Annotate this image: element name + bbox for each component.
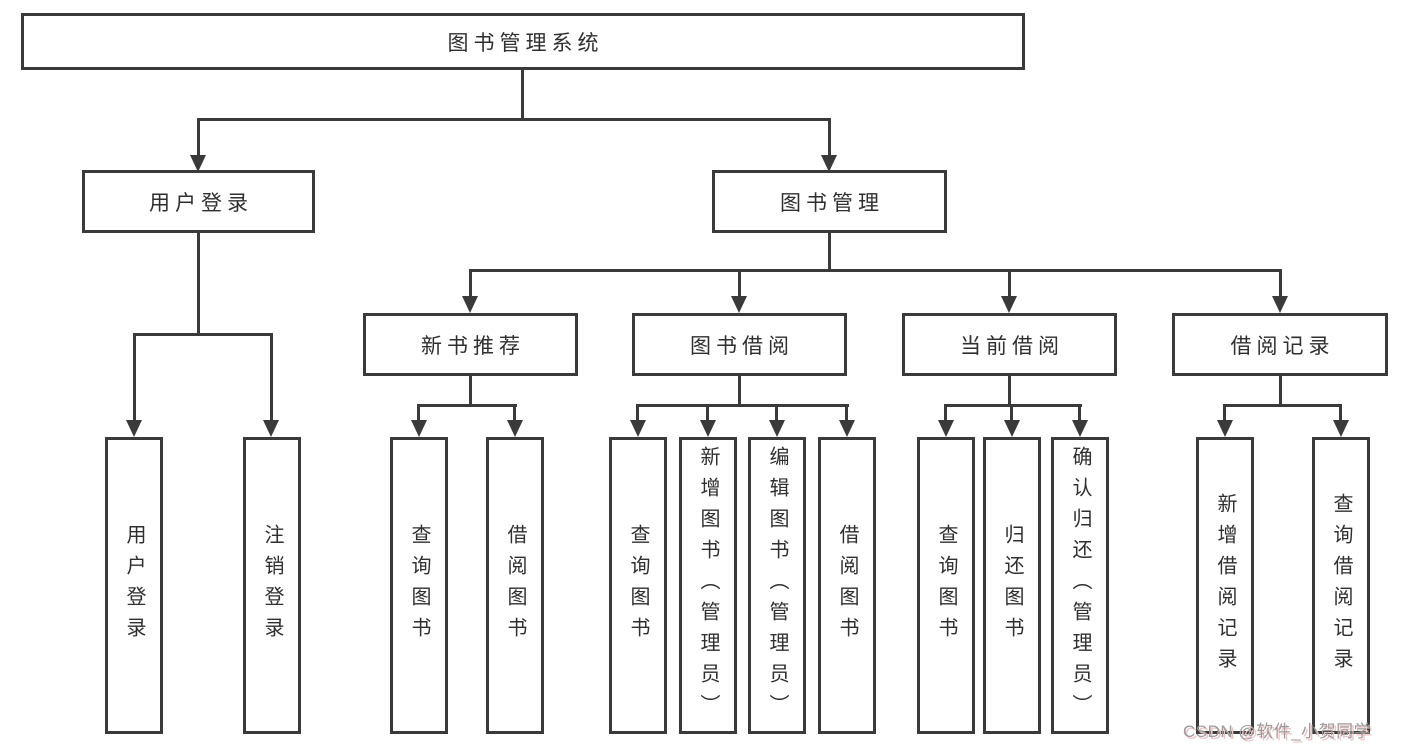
arrow-down-icon: [126, 420, 142, 437]
arrow-down-icon: [769, 420, 785, 437]
node-label: 用户登录: [149, 191, 253, 215]
connector-line: [1078, 404, 1081, 422]
connector-line: [828, 118, 831, 157]
connector-line: [469, 269, 1282, 272]
node-label: 编辑图书（管理员）: [766, 446, 788, 725]
connector-line: [197, 118, 831, 121]
arrow-down-icon: [1001, 296, 1017, 313]
arrow-down-icon: [821, 155, 837, 172]
node-user-login: 用户登录: [82, 170, 315, 233]
connector-line: [133, 333, 273, 336]
node-leaf-logout: 注销登录: [243, 437, 301, 734]
node-label: 图书借阅: [690, 334, 794, 358]
arrow-down-icon: [1333, 420, 1349, 437]
connector-line: [469, 376, 472, 407]
node-label: 图书管理系统: [447, 31, 604, 55]
node-leaf-search-books-recommend: 查询图书: [390, 437, 448, 734]
node-library-management-system: 图书管理系统: [21, 13, 1025, 70]
connector-line: [944, 404, 947, 422]
connector-line: [1008, 376, 1011, 407]
node-book-borrowing: 图书借阅: [632, 313, 847, 376]
connector-line: [738, 376, 741, 407]
node-label: 查询图书: [627, 523, 649, 648]
connector-line: [944, 404, 1082, 407]
node-label: 注销登录: [261, 523, 283, 648]
node-leaf-confirm-return-admin: 确认归还（管理员）: [1051, 437, 1109, 734]
connector-line: [513, 404, 516, 422]
node-leaf-edit-books-admin: 编辑图书（管理员）: [748, 437, 806, 734]
connector-line: [738, 269, 741, 299]
arrow-down-icon: [462, 296, 478, 313]
connector-line: [521, 69, 524, 120]
node-label: 图书管理: [780, 191, 884, 215]
connector-line: [775, 404, 778, 422]
arrow-down-icon: [263, 420, 279, 437]
arrow-down-icon: [1217, 420, 1233, 437]
connector-line: [706, 404, 709, 422]
arrow-down-icon: [1072, 420, 1088, 437]
node-label: 查询图书: [935, 523, 957, 648]
node-label: 当前借阅: [960, 334, 1064, 358]
connector-line: [1008, 269, 1011, 299]
node-leaf-search-books-current: 查询图书: [917, 437, 975, 734]
connector-line: [270, 333, 273, 422]
connector-line: [1279, 269, 1282, 299]
arrow-down-icon: [938, 420, 954, 437]
connector-line: [828, 233, 831, 272]
node-label: 借阅记录: [1230, 334, 1335, 358]
arrow-down-icon: [839, 420, 855, 437]
connector-line: [1279, 376, 1282, 407]
node-label: 新书推荐: [421, 334, 525, 358]
connector-line: [417, 404, 517, 407]
node-borrowing-records: 借阅记录: [1172, 313, 1388, 376]
connector-line: [133, 333, 136, 422]
arrow-down-icon: [190, 155, 206, 172]
watermark: CSDN @软件_小贺同学: [1183, 722, 1372, 741]
connector-line: [1223, 404, 1342, 407]
connector-line: [636, 404, 849, 407]
connector-line: [197, 118, 200, 157]
arrow-down-icon: [507, 420, 523, 437]
node-label: 确认归还（管理员）: [1069, 446, 1091, 725]
node-leaf-user-login: 用户登录: [105, 437, 163, 734]
connector-line: [197, 233, 200, 336]
node-leaf-add-borrow-record: 新增借阅记录: [1196, 437, 1254, 734]
node-current-borrowing: 当前借阅: [902, 313, 1117, 376]
connector-line: [845, 404, 848, 422]
arrow-down-icon: [731, 296, 747, 313]
arrow-down-icon: [700, 420, 716, 437]
node-book-management: 图书管理: [712, 170, 947, 233]
connector-line: [1339, 404, 1342, 422]
connector-line: [417, 404, 420, 422]
arrow-down-icon: [1004, 420, 1020, 437]
node-leaf-search-borrow-record: 查询借阅记录: [1312, 437, 1370, 734]
node-label: 归还图书: [1001, 523, 1023, 648]
node-leaf-borrow-books-borrowing: 借阅图书: [818, 437, 876, 734]
node-label: 用户登录: [123, 523, 145, 648]
connector-line: [1010, 404, 1013, 422]
node-label: 查询图书: [408, 523, 430, 648]
arrow-down-icon: [411, 420, 427, 437]
node-leaf-search-books-borrowing: 查询图书: [609, 437, 667, 734]
node-new-book-recommendation: 新书推荐: [363, 313, 578, 376]
node-leaf-add-books-admin: 新增图书（管理员）: [679, 437, 737, 734]
connector-line: [469, 269, 472, 299]
node-label: 新增借阅记录: [1214, 492, 1236, 679]
connector-line: [636, 404, 639, 422]
node-label: 新增图书（管理员）: [697, 446, 719, 725]
node-label: 借阅图书: [504, 523, 526, 648]
arrow-down-icon: [630, 420, 646, 437]
connector-line: [1223, 404, 1226, 422]
node-label: 借阅图书: [836, 523, 858, 648]
arrow-down-icon: [1272, 296, 1288, 313]
node-label: 查询借阅记录: [1330, 492, 1352, 679]
node-leaf-return-books: 归还图书: [983, 437, 1041, 734]
node-leaf-borrow-books-recommend: 借阅图书: [486, 437, 544, 734]
